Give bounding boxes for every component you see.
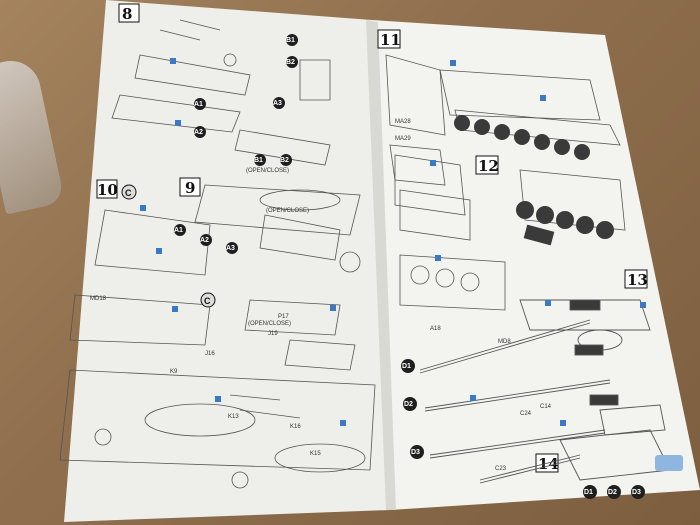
label-k15: K15: [310, 451, 321, 457]
step-11-box: [377, 29, 401, 49]
step-12-lower: [399, 254, 506, 311]
label-d1: D1: [402, 363, 411, 370]
hull-bottom-drawing: [59, 294, 376, 489]
step-13-box: [624, 269, 648, 289]
step-13-drawing: [419, 299, 651, 374]
label-d3: D3: [411, 449, 420, 456]
label-d1-bottom: D1: [584, 489, 593, 496]
left-blue-icons: [140, 58, 346, 426]
step-10-box: [96, 179, 118, 199]
label-k9: K9: [170, 369, 178, 375]
step-11-drawing: [385, 54, 621, 186]
step-11-number: 11: [380, 31, 401, 49]
step-8-number: 8: [122, 5, 132, 23]
label-d2-bottom: D2: [608, 489, 617, 496]
label-j16: J16: [205, 351, 215, 357]
right-blue-icons: [430, 60, 646, 426]
step-12-wheels: [516, 201, 614, 246]
right-page: [372, 20, 700, 510]
label-c-circle: [121, 184, 137, 200]
label-md18: MD18: [90, 296, 107, 302]
label-c-circle-2: [200, 292, 216, 308]
label-b1: B1: [286, 37, 295, 44]
label-a1-mid: A1: [174, 227, 183, 234]
blue-part-highlight: [655, 455, 683, 471]
step-13-barrels: [424, 379, 666, 459]
step-10-number: 10: [97, 181, 118, 199]
step-12-number: 12: [478, 157, 499, 175]
step-9-box: [179, 177, 201, 197]
label-p17: P17: [278, 314, 289, 320]
label-c14: C14: [540, 404, 552, 410]
label-b2: B2: [286, 59, 295, 66]
step-8-labels: B1 B2 A1 A2 A3 B1 B2: [194, 34, 298, 166]
label-d2: D2: [404, 401, 413, 408]
label-c24: C24: [520, 411, 532, 417]
label-k16: K16: [290, 424, 301, 430]
label-c-2: C: [204, 296, 211, 306]
label-a1-top: A1: [194, 101, 203, 108]
label-k13: K13: [228, 414, 239, 420]
left-page: [64, 0, 390, 522]
step-9-assembly-labels: A1 A2 A3: [174, 224, 238, 254]
label-ma29: MA29: [395, 136, 411, 142]
label-j19: J19: [268, 331, 278, 337]
label-a3-top: A3: [273, 100, 282, 107]
step-11-wheels: [454, 115, 590, 160]
page-fold: [366, 20, 396, 510]
step-13-labels: D1 D2 D3: [401, 359, 424, 459]
label-ma28: MA28: [395, 119, 411, 125]
step-14-labels: D1 D2 D3: [583, 485, 645, 499]
step-8-box: [118, 3, 140, 23]
label-c23: C23: [495, 466, 507, 472]
step-14-number: 14: [538, 455, 559, 473]
label-a2-mid: A2: [200, 237, 209, 244]
label-openclose-2: (OPEN/CLOSE): [266, 208, 309, 214]
label-c: C: [125, 188, 132, 198]
label-b2-lower: B2: [280, 157, 289, 164]
label-a18: A18: [430, 326, 441, 332]
step-12-box: [475, 155, 499, 175]
step-9-drawing: [94, 184, 361, 276]
step-13-number: 13: [627, 271, 648, 289]
label-b1-lower: B1: [254, 157, 263, 164]
label-openclose-1: (OPEN/CLOSE): [246, 168, 289, 174]
label-openclose-3: (OPEN/CLOSE): [248, 321, 291, 327]
step-9-number: 9: [185, 179, 195, 197]
label-md8: MD8: [498, 339, 511, 345]
label-a3-mid: A3: [226, 245, 235, 252]
label-a2-top: A2: [194, 129, 203, 136]
label-d3-bottom: D3: [632, 489, 641, 496]
